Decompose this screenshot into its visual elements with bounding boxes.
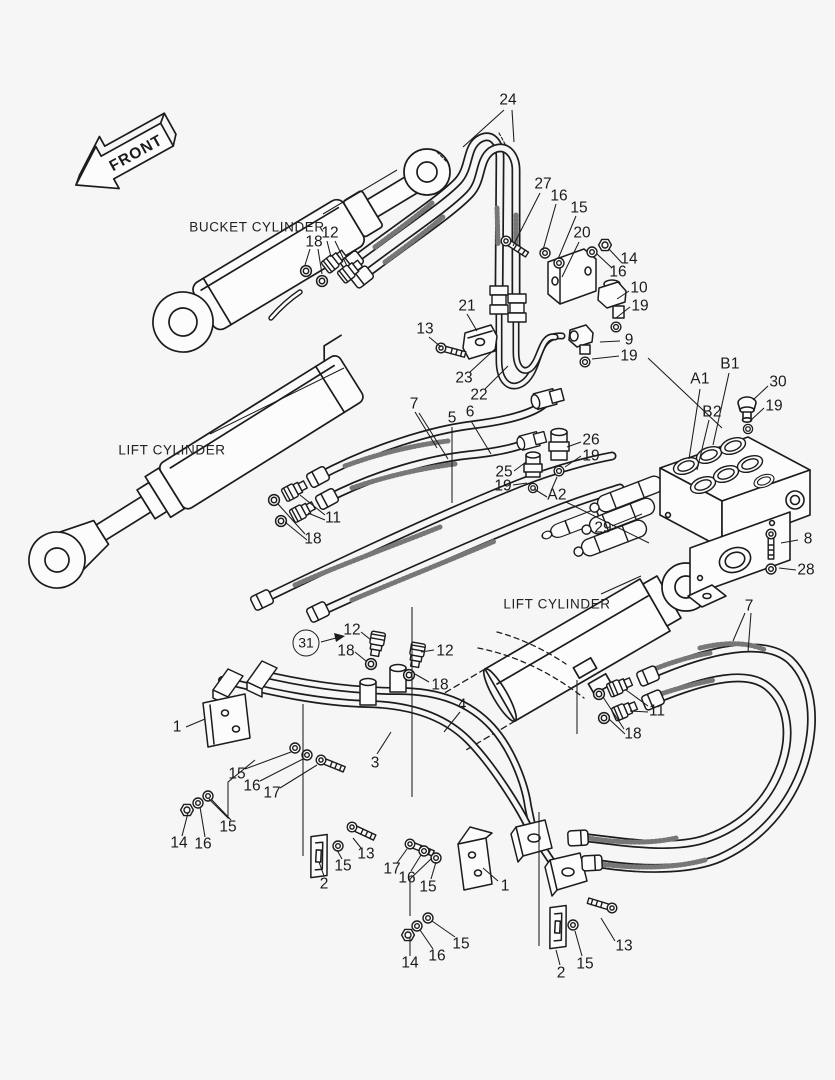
steel-tubes (212, 660, 588, 897)
lift-cylinder-left (28, 334, 364, 589)
hose-braid-texture (292, 200, 768, 870)
hidden-chassis-outline (477, 647, 585, 699)
main-control-valve (539, 396, 811, 608)
leader-lines (181, 109, 799, 966)
lift-cylinder-right (435, 562, 711, 751)
bucket-cylinder (152, 148, 451, 353)
front-direction-arrow: FRONT (75, 112, 177, 190)
fittings-and-hardware (248, 233, 666, 872)
mounting-hardware (179, 693, 619, 951)
